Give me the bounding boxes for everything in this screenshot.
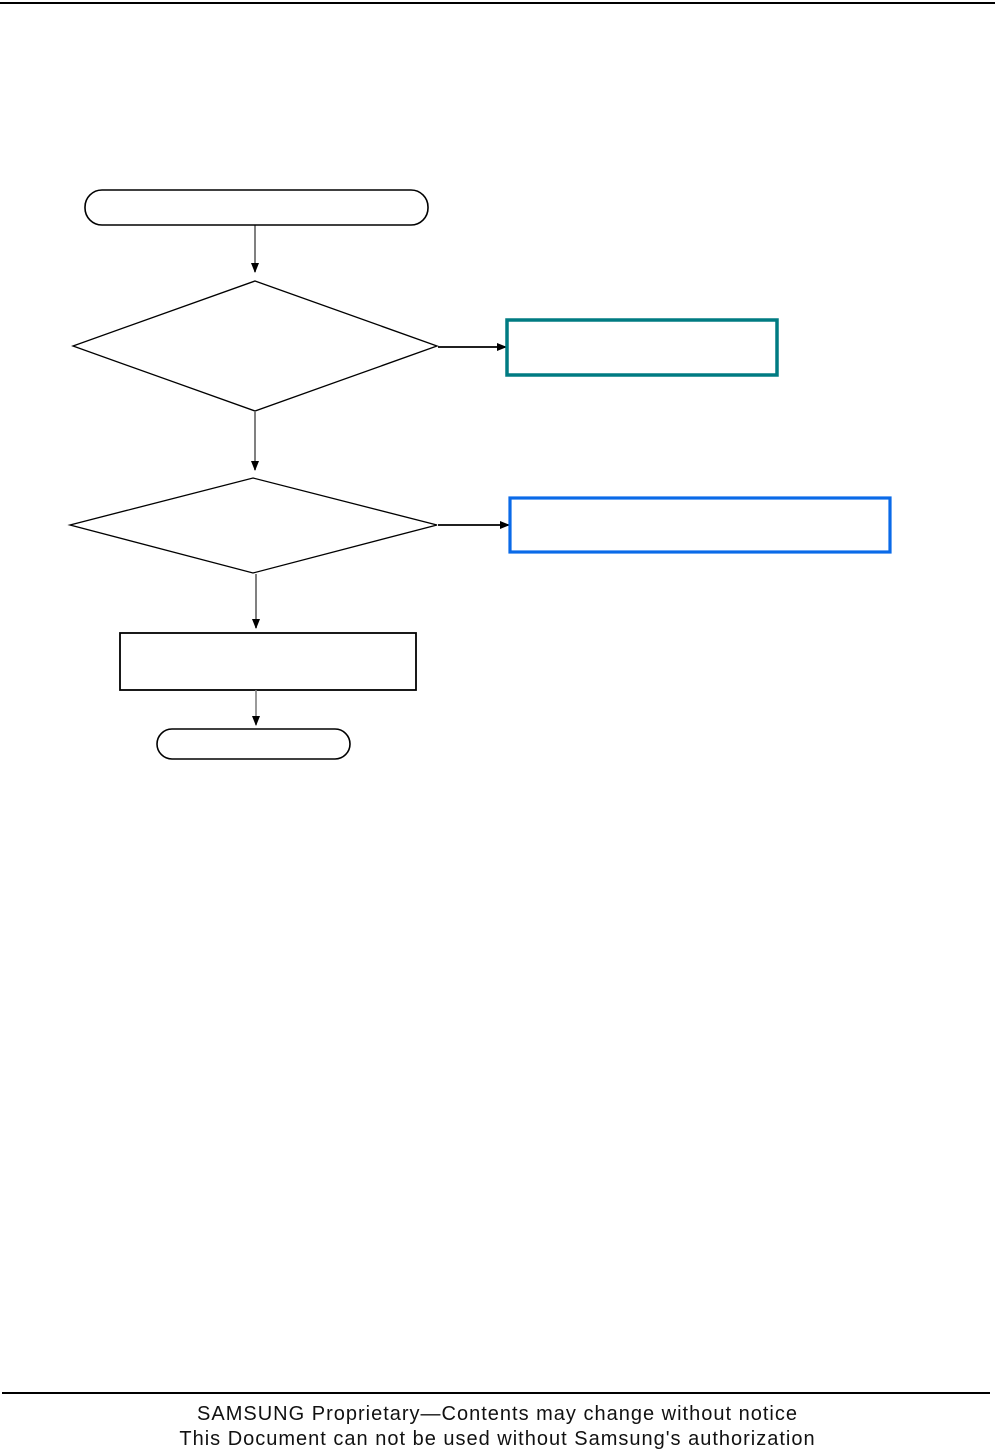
footer-authorization-notice: This Document can not be used without Sa…	[179, 1428, 816, 1450]
node-decision-2[interactable]	[67, 477, 438, 574]
node-process-1[interactable]	[119, 632, 417, 691]
footer-separator-rule	[2, 1392, 990, 1394]
terminator-shape[interactable]	[156, 728, 351, 760]
node-note-blue[interactable]	[508, 496, 892, 554]
node-end-terminator[interactable]	[156, 728, 351, 760]
page-top-rule	[0, 2, 995, 4]
decision-diamond-shape[interactable]	[71, 280, 439, 412]
decision-diamond-shape[interactable]	[67, 477, 438, 574]
flowchart-diagram	[67, 189, 892, 760]
process-box-shape[interactable]	[119, 632, 417, 691]
note-box-shape[interactable]	[508, 496, 892, 554]
page-footer: SAMSUNG Proprietary—Contents may change …	[0, 1384, 995, 1454]
node-start-terminator[interactable]	[84, 189, 429, 226]
terminator-shape[interactable]	[84, 189, 429, 226]
node-decision-1[interactable]	[71, 280, 439, 412]
flowchart-svg	[67, 189, 892, 760]
node-note-teal[interactable]	[505, 318, 779, 377]
footer-proprietary-notice: SAMSUNG Proprietary—Contents may change …	[197, 1403, 798, 1425]
note-box-shape[interactable]	[505, 318, 779, 377]
